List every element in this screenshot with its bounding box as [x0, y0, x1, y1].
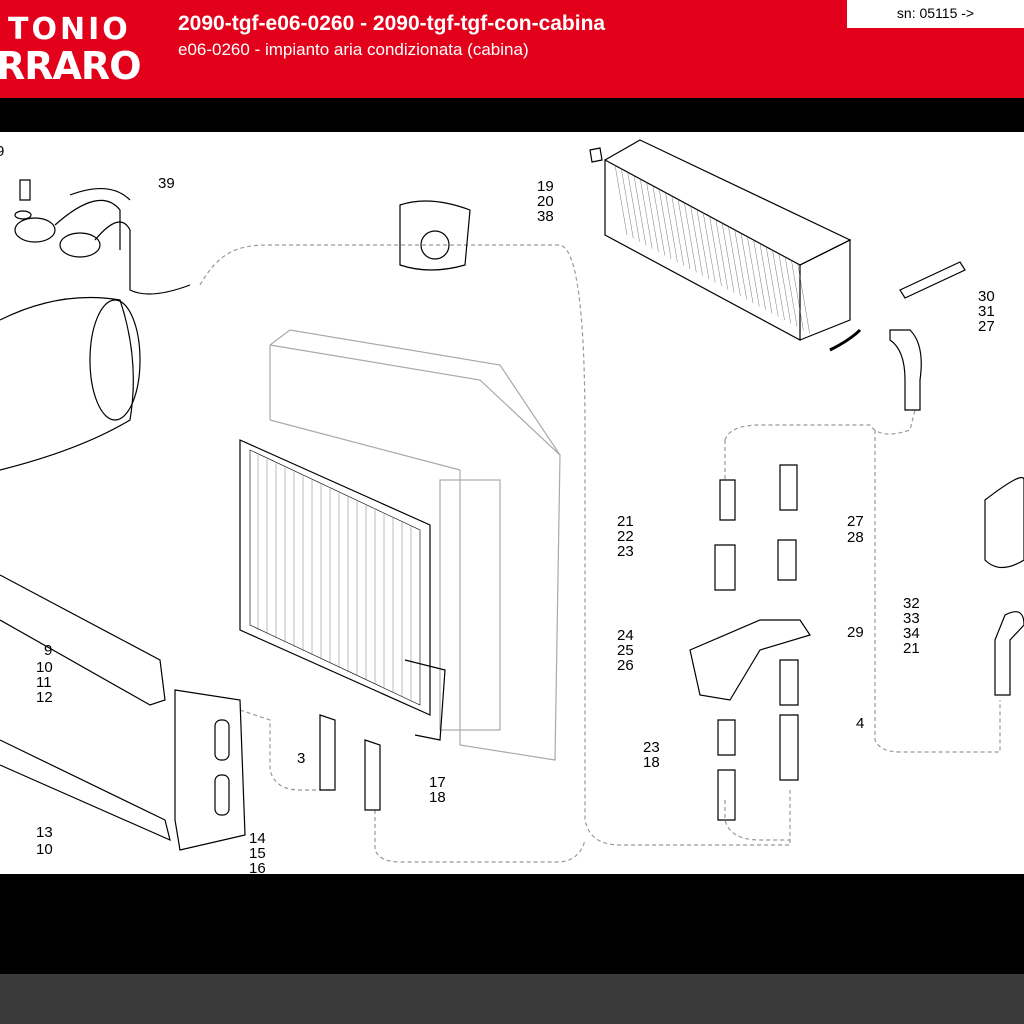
callout-28[interactable]: 28	[847, 529, 864, 546]
callout-10[interactable]: 10	[36, 841, 53, 858]
callout-4[interactable]: 4	[856, 715, 864, 732]
radiator	[269, 329, 561, 761]
callout-22[interactable]: 22	[617, 528, 634, 545]
logo-line-1: TONIO	[8, 12, 131, 47]
seal-kit-bag	[399, 200, 471, 271]
callout-20[interactable]: 20	[537, 193, 554, 210]
callout-19[interactable]: 19	[537, 178, 554, 195]
callout-3[interactable]: 3	[297, 750, 305, 767]
footer	[0, 974, 1024, 1024]
callout-23[interactable]: 23	[643, 739, 660, 756]
bottom-bar	[0, 874, 1024, 974]
callout-30[interactable]: 30	[978, 288, 995, 305]
callout-18[interactable]: 18	[429, 789, 446, 806]
callout-12[interactable]: 12	[36, 689, 53, 706]
callout-38[interactable]: 38	[537, 208, 554, 225]
page-title: 2090-tgf-e06-0260 - 2090-tgf-tgf-con-cab…	[178, 12, 606, 35]
serial-number-button[interactable]: sn: 05115 ->	[847, 0, 1024, 28]
callout-24[interactable]: 24	[617, 627, 634, 644]
callout-25[interactable]: 25	[617, 642, 634, 659]
routing-lines	[199, 244, 1001, 863]
callout-39[interactable]: 39	[158, 175, 175, 192]
callout-9[interactable]: 9	[0, 143, 4, 160]
callout-23[interactable]: 23	[617, 543, 634, 560]
compressor	[0, 179, 191, 471]
callout-29[interactable]: 29	[847, 624, 864, 641]
callout-27[interactable]: 27	[847, 513, 864, 530]
brand-logo: TONIO RRARO	[0, 12, 141, 88]
callout-13[interactable]: 13	[36, 824, 53, 841]
toolbar	[0, 98, 1024, 132]
callout-11[interactable]: 11	[36, 674, 52, 691]
callout-18[interactable]: 18	[643, 754, 660, 771]
callout-34[interactable]: 34	[903, 625, 920, 642]
callout-21[interactable]: 21	[903, 640, 920, 657]
callout-33[interactable]: 33	[903, 610, 920, 627]
mounting-bracket	[0, 574, 246, 851]
callout-26[interactable]: 26	[617, 657, 634, 674]
callout-10[interactable]: 10	[36, 659, 53, 676]
header-bar: TONIO RRARO 2090-tgf-e06-0260 - 2090-tgf…	[0, 0, 1024, 98]
callout-21[interactable]: 21	[617, 513, 634, 530]
evaporator	[589, 139, 852, 342]
page-subtitle: e06-0260 - impianto aria condizionata (c…	[178, 40, 529, 59]
callout-15[interactable]: 15	[249, 845, 266, 862]
callout-32[interactable]: 32	[903, 595, 920, 612]
callout-9[interactable]: 9	[44, 642, 52, 659]
fitting-bracket	[689, 619, 811, 701]
callout-17[interactable]: 17	[429, 774, 446, 791]
callout-14[interactable]: 14	[249, 830, 266, 847]
logo-line-2: RRARO	[0, 44, 141, 88]
callout-27[interactable]: 27	[978, 318, 995, 335]
callout-16[interactable]: 16	[249, 860, 266, 877]
condenser	[239, 439, 446, 741]
callout-31[interactable]: 31	[978, 303, 995, 320]
